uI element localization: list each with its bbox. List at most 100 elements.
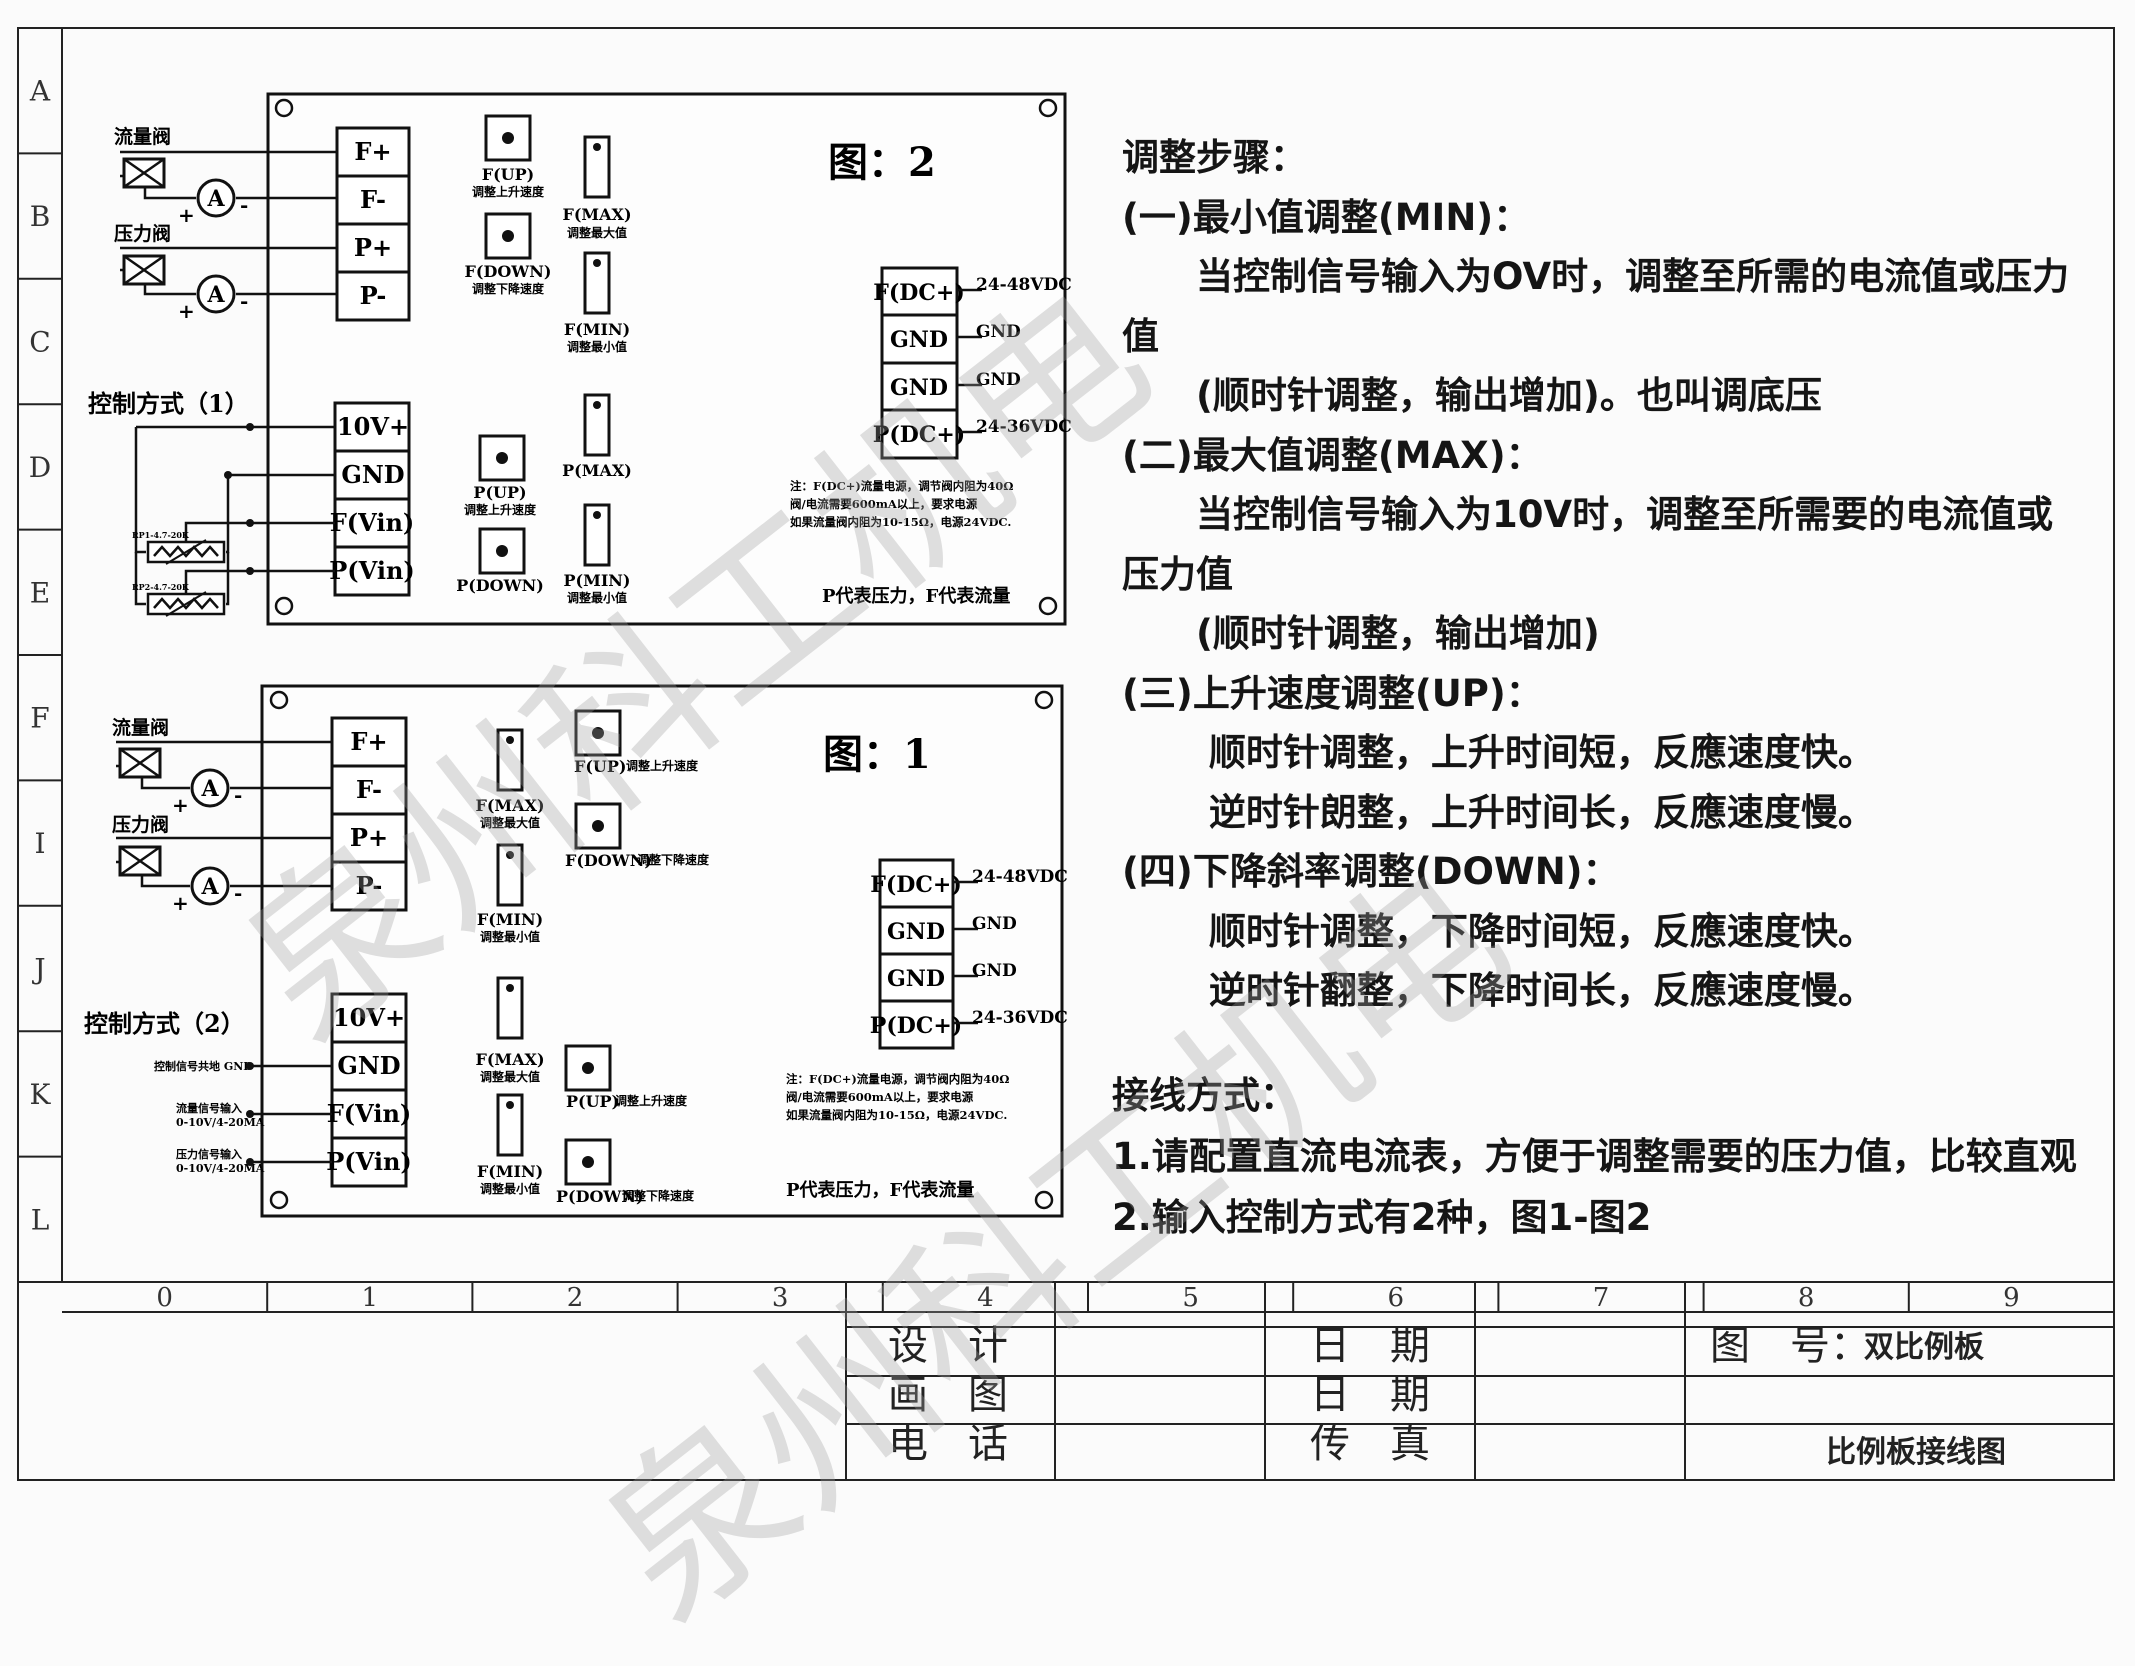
step-line-3: 当控制信号输入为OV时，调整至所需的电流值或压力 [1122,255,2070,298]
fig2-btn-fup-sub: 调整上升速度 [472,184,545,199]
fig1-btn-pup-sub: 调整上升速度 [615,1093,688,1108]
fig1-sig-flow-1: 流量信号输入 [176,1101,242,1115]
column-marker-7: 7 [1593,1283,1610,1313]
fig1-ammeter-2: A [200,874,219,900]
svg-text:+: + [172,891,189,915]
svg-text:-: - [240,193,248,217]
row-marker-d: D [29,451,51,484]
fig1-pwr-label-2: GND [972,914,1017,934]
step-line-12: 逆时针朗整，上升时间长，反應速度慢。 [1122,790,1875,834]
fig2-pwr-label-2: GND [976,322,1021,342]
fig1-btn-fup-sub: 调整上升速度 [626,758,699,773]
wiring-line-1: 接线方式： [1112,1074,1297,1117]
tb-fax: 传 真 [1310,1421,1430,1467]
row-marker-a: A [29,75,51,108]
row-marker-k: K [30,1078,52,1111]
step-line-7: 当控制信号输入为10V时，调整至所需要的电流值或 [1122,493,2054,536]
fig2-pwr-label-3: GND [976,370,1021,390]
fig1-pwr-pdc: P(DC+) [870,1013,962,1039]
row-marker-l: L [31,1203,50,1236]
wiring-line-2: 1.请配置直流电流表，方便于调整需要的压力值，比较直观 [1112,1135,2077,1178]
fig1-pwr-label-4: 24-36VDC [972,1008,1068,1028]
fig2-btn-pup-sub: 调整上升速度 [464,502,537,517]
fig1-pot-fmax: F(MAX) [475,796,544,815]
fig2-pot-pmax: P(MAX) [562,461,632,480]
fig2-pot-fmin-sub: 调整最小值 [567,339,627,354]
fig1-valve-flow: 流量阀 [112,716,169,739]
fig1-note-4: P代表压力，F代表流量 [786,1179,974,1201]
fig2-pot-fmin: F(MIN) [564,320,630,339]
fig2-pot-fmax: F(MAX) [562,205,631,224]
tb-date-1: 日 期 [1310,1323,1430,1369]
fig2-term-p-minus: P- [360,281,387,310]
column-marker-0: 0 [156,1283,173,1313]
column-marker-5: 5 [1182,1283,1199,1313]
fig1-btn-pup: P(UP) [566,1092,619,1111]
fig1-pwr-gnd1: GND [887,919,945,945]
column-marker-1: 1 [362,1283,379,1313]
fig1-btn-fup: F(UP) [574,757,626,776]
fig1-note-1: 注：F(DC+)流量电源，调节阀内阻为40Ω [786,1072,1010,1086]
fig1-pot-pmin-sub: 调整最小值 [480,1181,540,1196]
fig2-pwr-pdc: P(DC+) [873,422,965,448]
fig2-term-p-plus: P+ [354,233,392,262]
fig2-pot-pmin-sub: 调整最小值 [567,590,627,605]
fig1-btn-pdown-sub: 调整下降速度 [622,1188,695,1203]
fig1-valve-pressure: 压力阀 [112,813,169,836]
fig2-btn-pdown: P(DOWN) [456,576,544,595]
step-line-11: 顺时针调整，上升时间短，反應速度快。 [1122,731,1875,774]
fig2-title: 图：2 [828,139,936,186]
fig2-ammeter-1: A [206,186,225,212]
step-line-2: (一)最小值调整(MIN)： [1122,195,1531,239]
tb-drawing-no-value: 双比例板 [1864,1330,1984,1365]
fig1-pwr-gnd2: GND [887,966,945,992]
fig1-pwr-label-3: GND [972,961,1017,981]
figure-2: 图：2 F+ F- P+ P- 10V+ GND F(Vin) P(Vin) [88,92,1072,626]
column-marker-8: 8 [1798,1283,1815,1313]
column-marker-9: 9 [2003,1283,2020,1313]
tb-phone: 电 话 [888,1421,1008,1467]
fig2-ammeter-2: A [206,282,225,308]
fig1-term-gnd: GND [337,1051,400,1080]
tb-date-2: 日 期 [1310,1372,1430,1418]
fig2-term-10v: 10V+ [337,412,409,441]
fig2-term-f-minus: F- [360,185,386,214]
svg-text:-: - [240,289,248,313]
fig1-note-2: 阀/电流需要600mA以上，要求电源 [786,1090,974,1104]
title-block [845,1282,2114,1480]
fig2-pwr-label-1: 24-48VDC [976,275,1072,295]
row-marker-f: F [30,702,49,735]
fig2-btn-pup: P(UP) [473,483,526,502]
fig2-term-pvin: P(Vin) [329,556,415,585]
tb-draw: 画 图 [888,1372,1008,1418]
fig1-sig-press-1: 压力信号输入 [176,1147,242,1161]
row-marker-b: B [30,200,51,233]
fig1-pwr-fdc: F(DC+) [870,872,961,898]
fig1-ammeter-1: A [200,776,219,802]
step-line-1: 调整步骤： [1122,136,1307,179]
svg-text:+: + [172,793,189,817]
fig1-term-pvin: P(Vin) [326,1147,412,1176]
fig2-pwr-gnd1: GND [890,327,948,353]
svg-text:+: + [178,299,195,323]
row-marker-c: C [29,326,50,359]
fig2-note-4: P代表压力，F代表流量 [822,585,1010,607]
fig1-sig-common: 控制信号共地 GND [154,1059,253,1073]
step-line-14: 顺时针调整，下降时间短，反應速度快。 [1122,909,1875,953]
fig2-term-f-plus: F+ [354,137,391,166]
step-line-9: (顺时针调整，输出增加) [1122,612,1600,655]
fig2-note-3: 如果流量阀内阻为10-15Ω，电源24VDC. [790,515,1011,529]
wiring-method: 接线方式： 1.请配置直流电流表，方便于调整需要的压力值，比较直观 2.输入控制… [1112,1065,2112,1248]
fig2-pot-pmin: P(MIN) [564,571,631,590]
fig1-note-3: 如果流量阀内阻为10-15Ω，电源24VDC. [786,1108,1007,1122]
fig1-btn-fdown-sub: 调整下降速度 [637,852,710,867]
fig2-valve-flow: 流量阀 [114,125,171,148]
column-marker-6: 6 [1388,1283,1405,1313]
fig2-term-gnd: GND [341,460,404,489]
step-line-10: (三)上升速度调整(UP)： [1122,671,1543,715]
fig2-valve-pressure: 压力阀 [114,222,171,245]
step-line-15: 逆时针翻整，下降时间长，反應速度慢。 [1122,969,1875,1012]
svg-text:-: - [234,783,242,807]
